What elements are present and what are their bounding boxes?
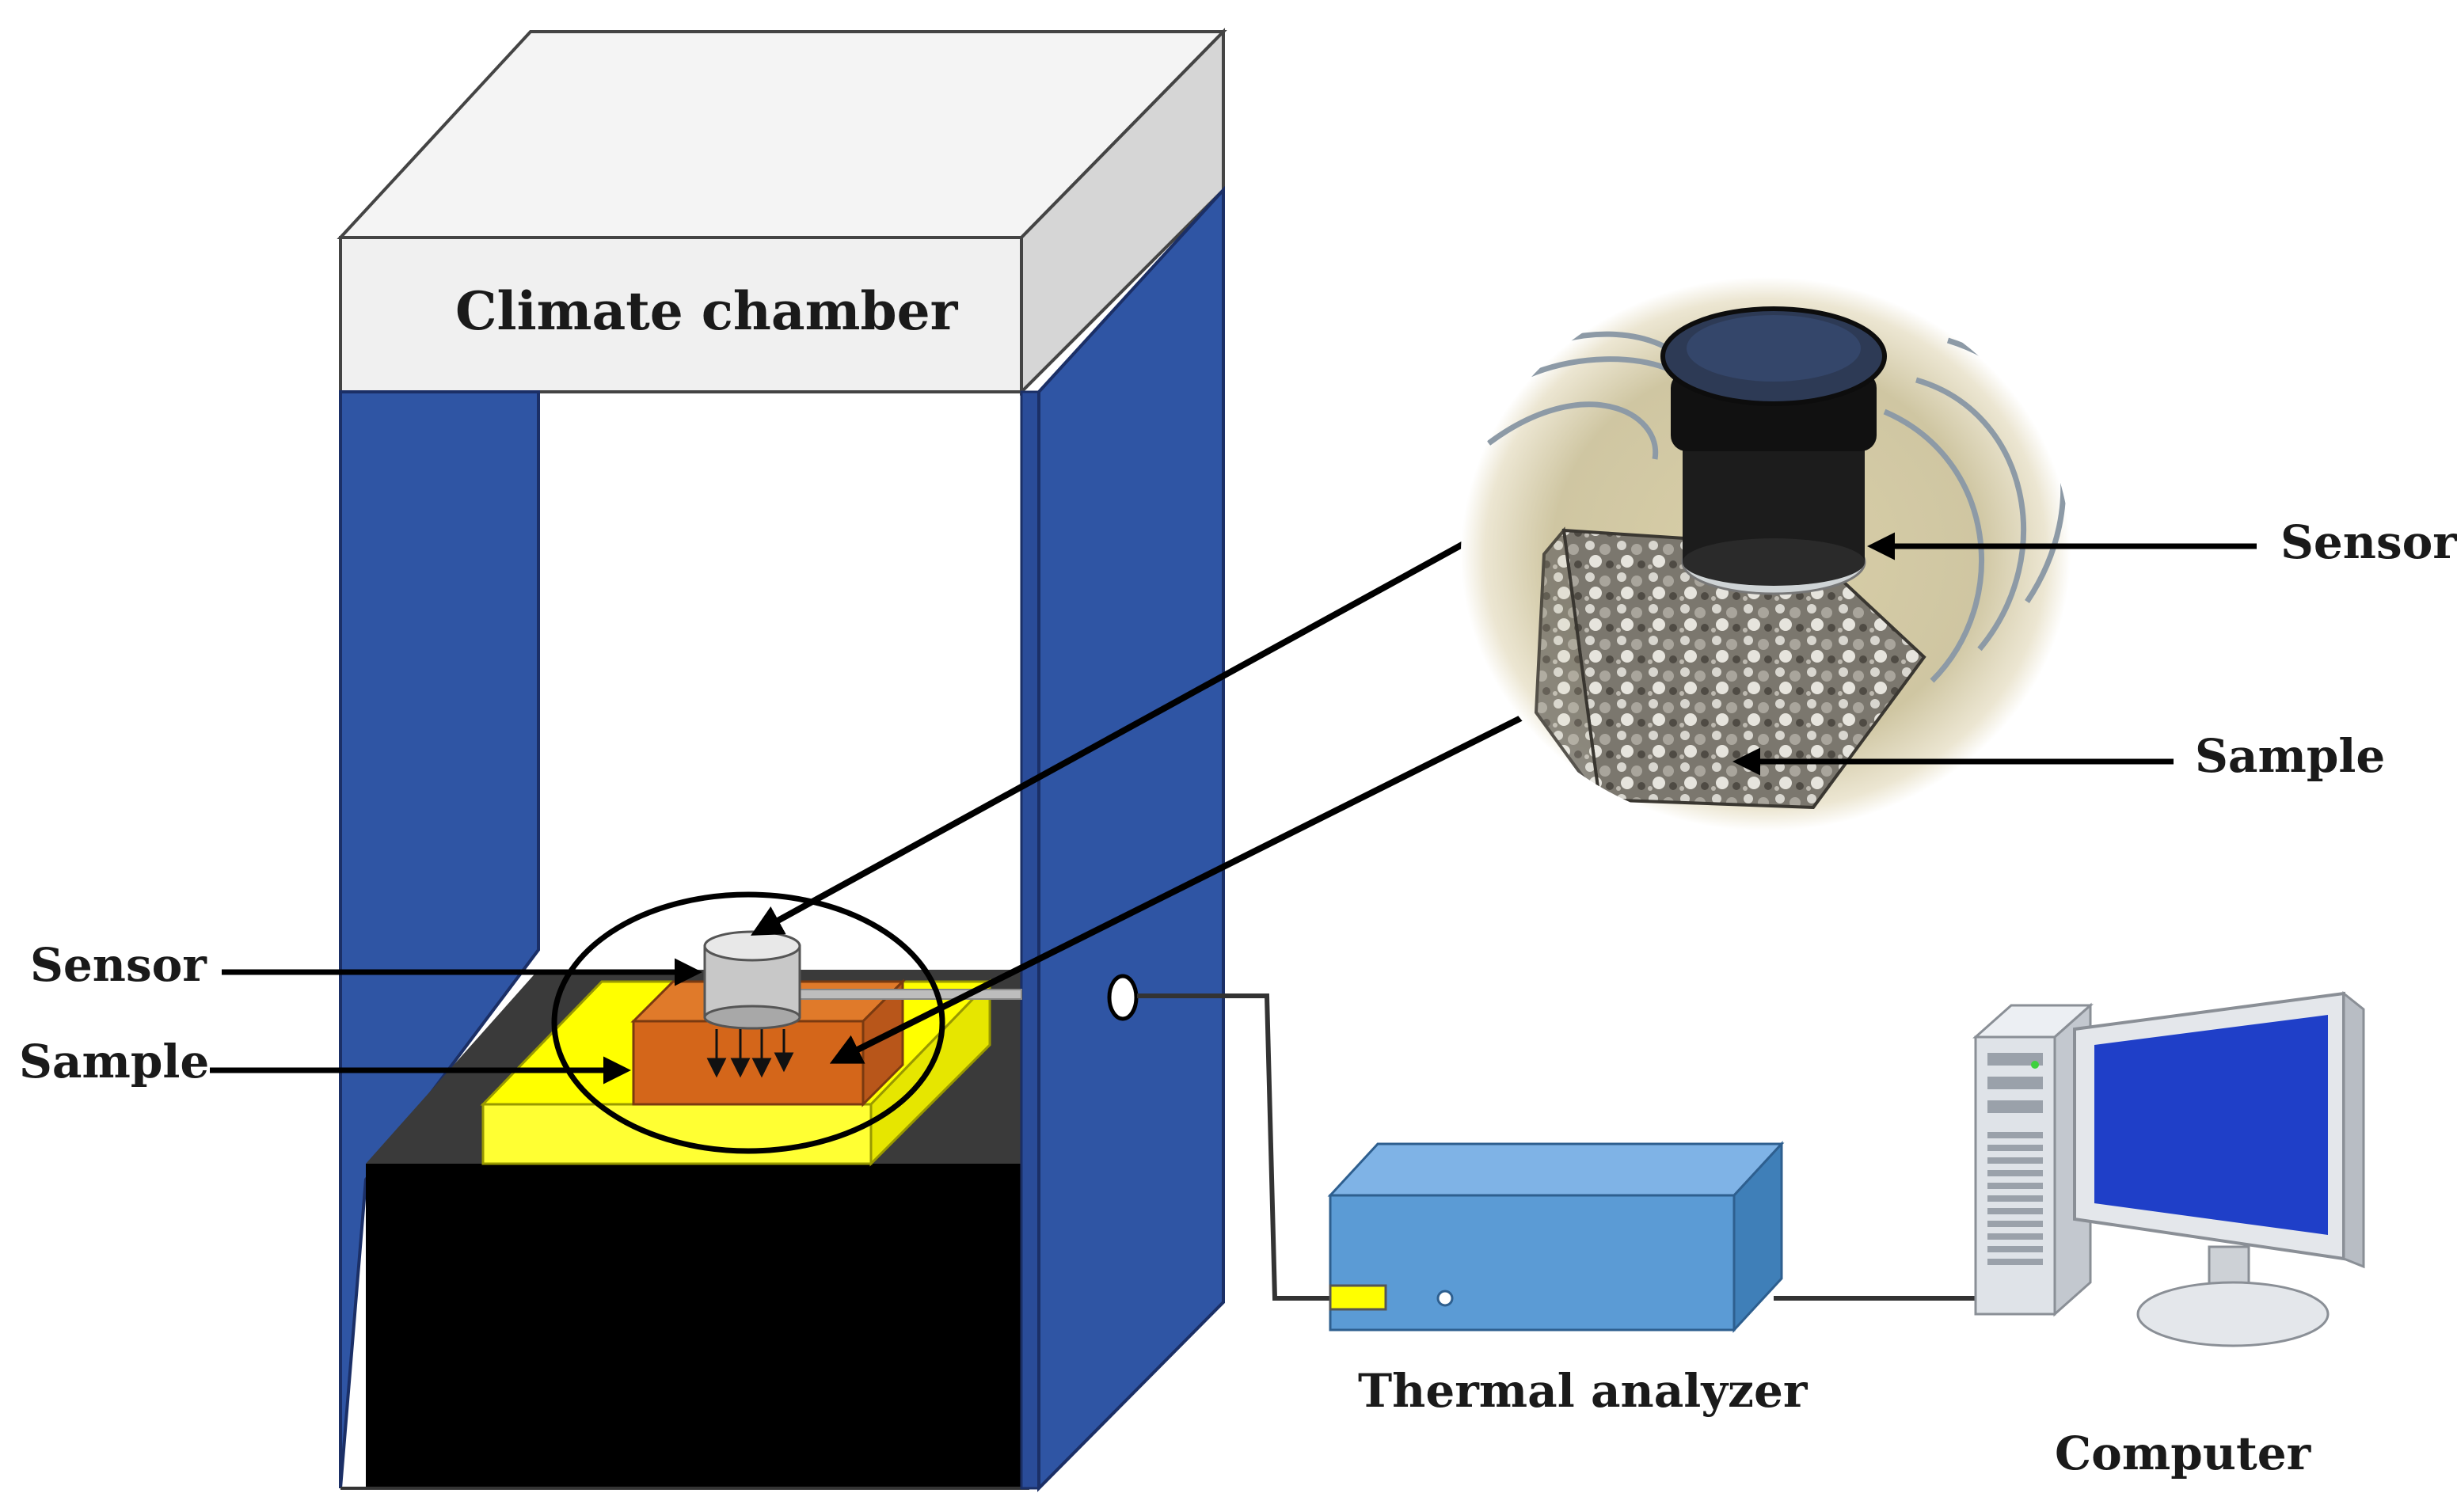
chamber-base [366, 1164, 1021, 1488]
sensor-cable-inside [799, 989, 1022, 1000]
yellow-tray-front [481, 1103, 873, 1165]
chamber-lid-front [339, 236, 1023, 393]
climate-chamber [337, 28, 1227, 1492]
chamber-right-pillar-front [1020, 390, 1040, 1490]
sensor-on-sample-photo [1461, 277, 2071, 831]
heat-flow-arrows [706, 1029, 794, 1078]
chamber-to-analyzer-cable [1137, 993, 1330, 1301]
photo-label-arrows [1732, 532, 2257, 776]
desktop-computer-icon [1972, 990, 2365, 1347]
chamber-port [1107, 974, 1139, 1021]
left-label-arrows [210, 958, 702, 1085]
sample-photo-label: Sample [2195, 729, 2386, 783]
climate-chamber-label: Climate chamber [455, 280, 958, 342]
sample-link-arrow [829, 693, 1570, 1064]
thermal-analyzer-label: Thermal analyzer [1358, 1364, 1808, 1418]
thermal-analyzer-box [1327, 1141, 1785, 1333]
analyzer-port [1329, 1284, 1387, 1311]
sensor-cylinder-top [703, 930, 801, 962]
sample-left-label: Sample [19, 1035, 210, 1088]
sample-block [632, 1020, 865, 1106]
analyzer-knob [1436, 1290, 1454, 1307]
chamber-right-side-panel [1037, 185, 1225, 1492]
computer-label: Computer [2055, 1427, 2311, 1480]
sensor-left-label: Sensor [30, 938, 207, 992]
chamber-left-pillar [339, 390, 540, 1489]
sensor-photo-label: Sensor [2280, 515, 2457, 569]
wiring [1137, 993, 1980, 1301]
